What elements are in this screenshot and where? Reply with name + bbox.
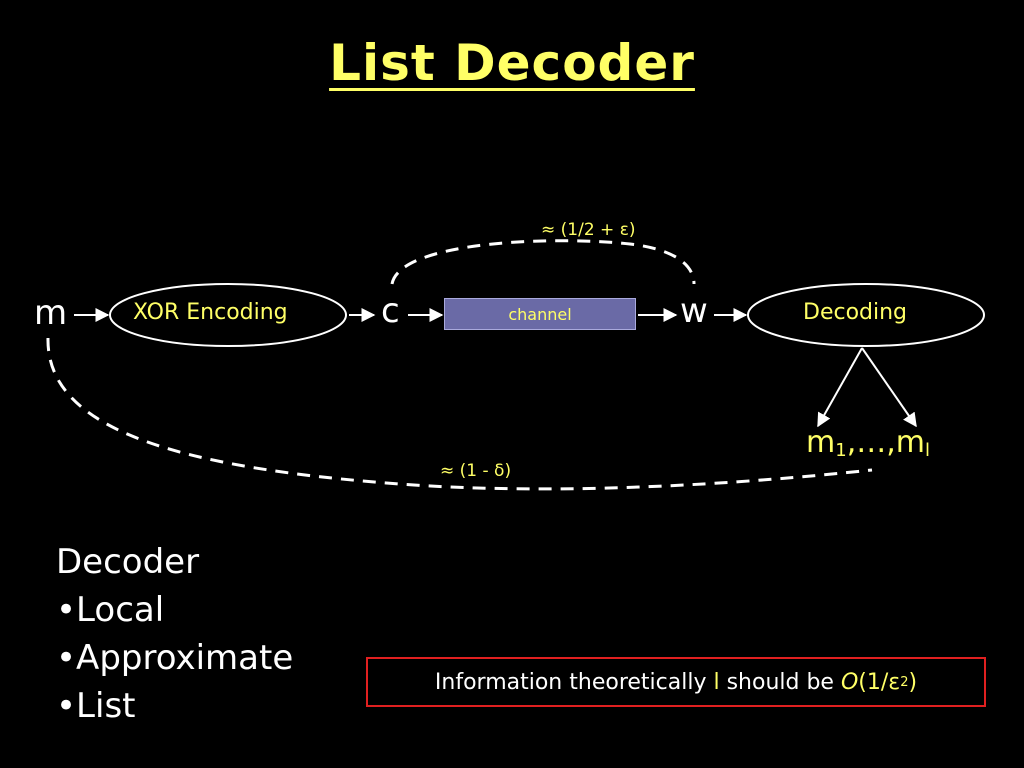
info-big-o: O: [840, 669, 859, 695]
decoder-output-list: m1,…,ml: [806, 428, 930, 460]
info-eps: ε: [888, 669, 901, 695]
output-m1-sub: 1: [835, 440, 847, 461]
page-title: List Decoder: [329, 34, 695, 92]
output-m1-base: m: [806, 425, 836, 460]
encoder-label: XOR Encoding: [133, 300, 288, 325]
arrow-decoder-to-output-left: [817, 347, 863, 428]
top-annotation: ≈ (1/2 + ε): [541, 220, 636, 240]
output-middle: ,…,: [846, 425, 896, 460]
decoder-label: Decoding: [803, 300, 908, 325]
property-item: •Local: [56, 590, 165, 630]
info-expr-close: ): [908, 669, 918, 695]
codeword-c-label: c: [381, 291, 400, 331]
bottom-annotation: ≈ (1 - δ): [440, 461, 512, 481]
decoder-properties-list: Decoder •Local •Approximate •List: [56, 538, 293, 730]
properties-heading: Decoder: [56, 542, 200, 582]
output-ml-sub: l: [925, 440, 931, 461]
info-exp: 2: [900, 674, 909, 690]
arrow-decoder-to-output-right: [861, 347, 917, 428]
information-theoretic-note: Information theoretically l should be O(…: [366, 657, 986, 707]
info-expr-open: (1/: [858, 669, 889, 695]
info-prefix: Information theoretically: [434, 669, 714, 695]
message-m-label: m: [34, 293, 68, 333]
decoder-ellipse: [747, 283, 985, 347]
received-w-label: w: [680, 291, 708, 331]
encoder-ellipse: [109, 283, 347, 347]
info-middle: should be: [719, 669, 841, 695]
property-item: •Approximate: [56, 638, 294, 678]
channel-box: channel: [444, 298, 636, 330]
channel-label: channel: [508, 304, 572, 324]
info-var: l: [713, 669, 720, 695]
property-item: •List: [56, 686, 136, 726]
dashed-arc-c-to-w: [390, 239, 696, 285]
output-ml-base: m: [895, 425, 925, 460]
